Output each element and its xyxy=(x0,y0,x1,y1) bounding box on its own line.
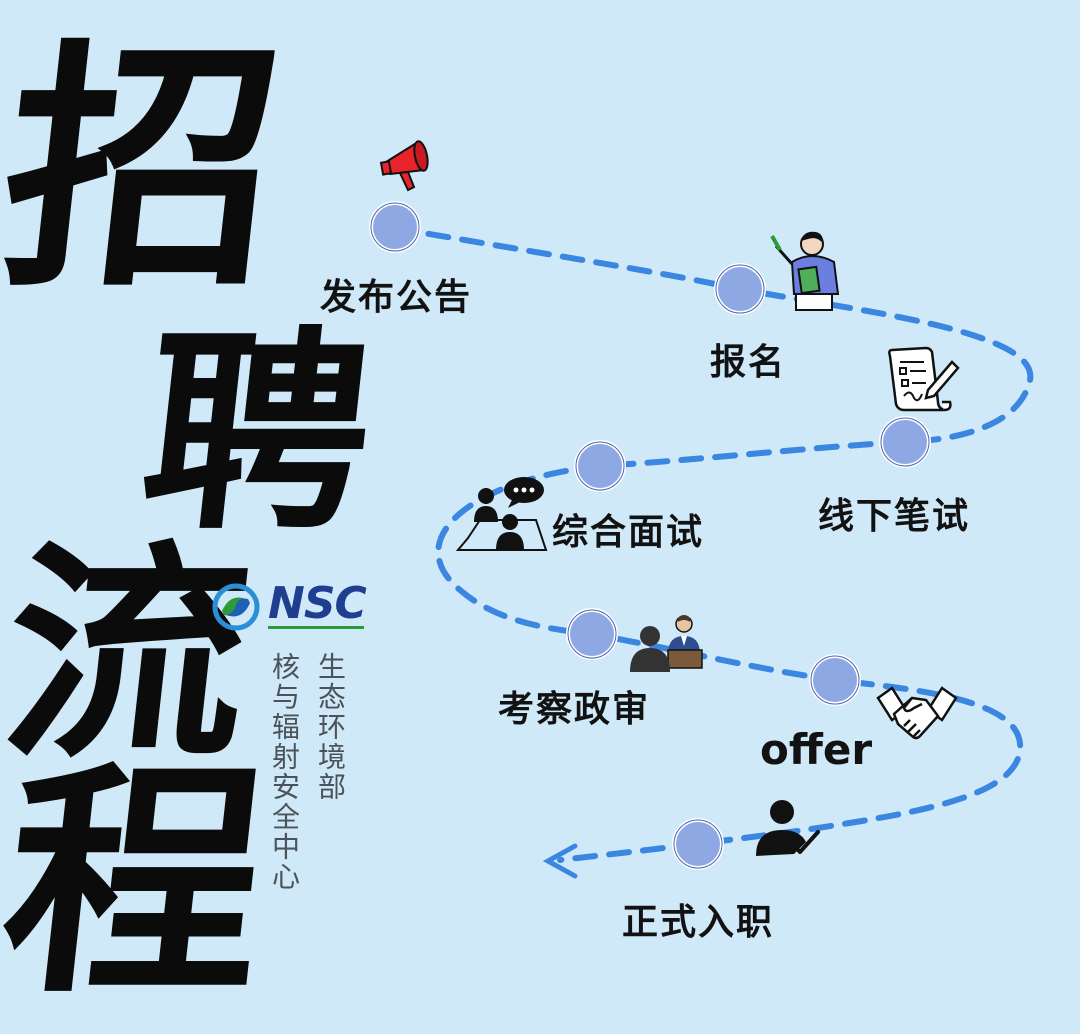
step-label-background-check: 考察政审 xyxy=(498,689,651,730)
dashed-route xyxy=(392,225,1034,863)
review-meeting-icon xyxy=(630,615,703,672)
handshake-icon xyxy=(876,686,958,740)
org-name-line-2: 核与辐射安全中心 xyxy=(268,652,301,892)
logo-underline xyxy=(268,626,364,629)
step-node xyxy=(566,608,618,660)
step-node xyxy=(574,440,626,492)
megaphone-icon xyxy=(379,140,429,192)
logo-text: NSC xyxy=(268,578,367,629)
step-label-interview: 综合面试 xyxy=(552,512,705,553)
org-name-line-1: 生态环境部 xyxy=(314,652,347,802)
step-label-onboarding: 正式入职 xyxy=(622,902,775,943)
exam-paper-icon xyxy=(888,346,960,412)
interview-chat-icon xyxy=(455,477,548,551)
step-node xyxy=(879,416,931,468)
step-label-offer: offer xyxy=(760,725,873,774)
step-label-register: 报名 xyxy=(710,342,787,383)
step-node xyxy=(714,263,766,315)
person-check-icon xyxy=(756,800,820,856)
person-writing-icon xyxy=(770,231,840,311)
step-label-publish-notice: 发布公告 xyxy=(320,277,473,318)
step-node xyxy=(672,818,724,870)
step-label-written-exam: 线下笔试 xyxy=(818,496,971,537)
step-node xyxy=(369,201,421,253)
route-arrow-head xyxy=(542,843,578,879)
nsc-logo-icon xyxy=(212,583,260,631)
step-node xyxy=(809,654,861,706)
